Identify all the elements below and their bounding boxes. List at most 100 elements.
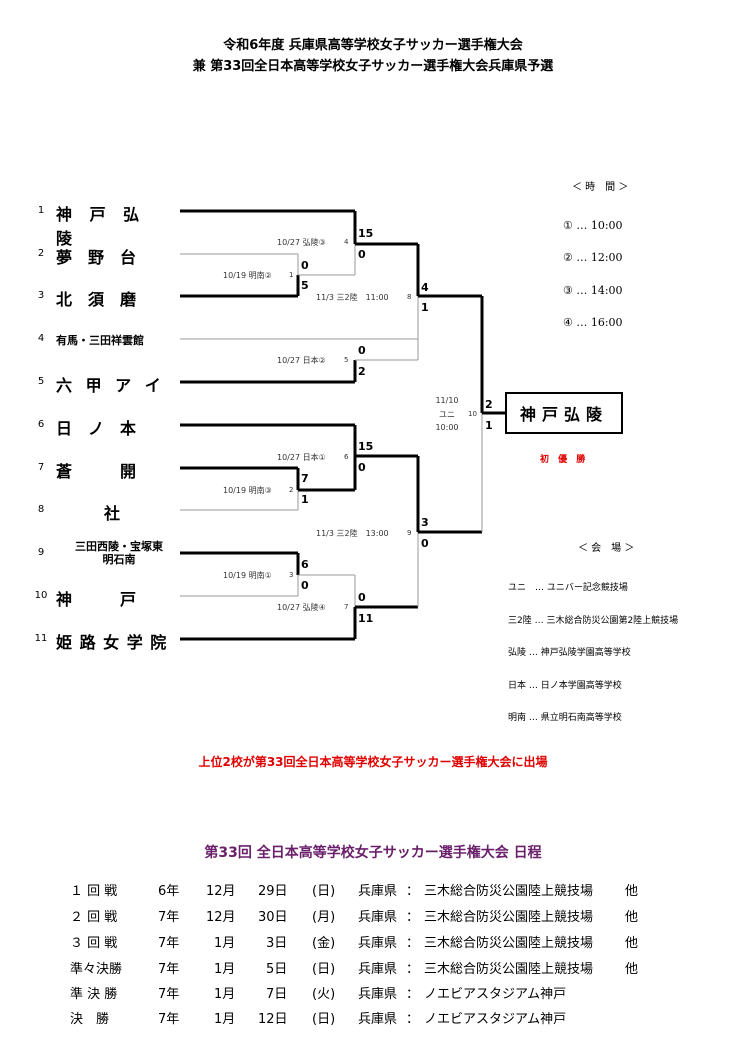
match-info: 10/27 弘陵④ (277, 603, 326, 612)
champion-box: 神戸弘陵 (505, 392, 623, 434)
match-info: 10/19 明南③ (223, 486, 272, 495)
schedule-pref: 兵庫県 (358, 884, 398, 899)
score: 0 (358, 344, 366, 357)
first-championship-label: 初 優 勝 (540, 455, 589, 465)
score: 0 (301, 259, 309, 272)
score: 5 (301, 279, 309, 292)
score: 7 (301, 472, 309, 485)
team-number: 8 (37, 504, 45, 515)
team-name: 有馬・三田祥雲館 (56, 334, 144, 347)
schedule-dow: (月) (312, 910, 336, 925)
schedule-round: ３ 回 戦 (70, 936, 118, 951)
schedule-dow: (金) (312, 936, 336, 951)
match-number: 3 (289, 571, 294, 579)
schedule-day: 3日 (266, 936, 288, 951)
final-venue: ユニ (439, 410, 455, 419)
schedule-dow: (日) (312, 1012, 336, 1027)
match-number: 1 (289, 271, 294, 279)
score: 0 (358, 461, 366, 474)
schedule-row: 準々決勝 7年 1月 5日 (日) 兵庫県 ： 三木総合防災公園陸上競技場 他 (0, 958, 746, 982)
schedule-row: 決 勝 7年 1月 12日 (日) 兵庫県 ： ノエビアスタジアム神戸 (0, 1008, 746, 1032)
page-subtitle: 兼 第33回全日本高等学校女子サッカー選手権大会兵庫県予選 (192, 59, 554, 74)
schedule-row: ３ 回 戦 7年 1月 3日 (金) 兵庫県 ： 三木総合防災公園陸上競技場 他 (0, 932, 746, 956)
score: 15 (358, 440, 374, 453)
schedule-sep: ： (406, 1012, 420, 1027)
team-number: 10 (34, 590, 48, 601)
time-row: ④ … 16:00 (563, 316, 623, 329)
schedule-round: 準 決 勝 (70, 987, 118, 1002)
schedule-round: ２ 回 戦 (70, 910, 118, 925)
score: 6 (301, 558, 309, 571)
team-number: 9 (37, 547, 45, 558)
schedule-year: 7年 (158, 910, 180, 925)
schedule-dow: (日) (312, 962, 336, 977)
bracket-lines (180, 209, 505, 641)
score: 0 (358, 248, 366, 261)
venue-row: 日本 … 日ノ本学園高等学校 (508, 681, 622, 691)
team-name: 神 戸 (56, 590, 137, 609)
score: 0 (421, 537, 429, 550)
schedule-venue: ノエビアスタジアム神戸 (424, 987, 567, 1002)
schedule-round: 準々決勝 (70, 962, 123, 977)
score: 2 (358, 365, 366, 378)
team-number: 11 (34, 633, 48, 644)
schedule-day: 5日 (266, 962, 288, 977)
match-number: 9 (407, 529, 412, 537)
schedule-month: 1月 (214, 962, 236, 977)
score: 3 (421, 516, 429, 529)
qualifier-note: 上位2校が第33回全日本高等学校女子サッカー選手権大会に出場 (198, 755, 548, 769)
schedule-sep: ： (406, 936, 420, 951)
team-number: 4 (37, 333, 45, 344)
venue-row: 三2陸 … 三木総合防災公園第2陸上競技場 (508, 616, 679, 626)
score: 11 (358, 612, 374, 625)
schedule-year: 7年 (158, 936, 180, 951)
schedule-venue: 三木総合防災公園陸上競技場 (424, 884, 594, 899)
match-info: 10/27 弘陵③ (277, 238, 326, 247)
times-header: ＜ 時 間 ＞ (572, 182, 629, 193)
schedule-row: ２ 回 戦 7年 12月 30日 (月) 兵庫県 ： 三木総合防災公園陸上競技場… (0, 906, 746, 930)
team-number: 1 (37, 205, 45, 216)
schedule-pref: 兵庫県 (358, 936, 398, 951)
team-number: 6 (37, 419, 45, 430)
schedule-sep: ： (406, 884, 420, 899)
score: 1 (301, 493, 309, 506)
schedule-pref: 兵庫県 (358, 1012, 398, 1027)
venue-row: ユニ … ユニバー記念競技場 (508, 583, 628, 593)
team-number: 2 (37, 248, 45, 259)
match-info: 10/19 明南① (223, 571, 272, 580)
schedule-day: 12日 (258, 1012, 288, 1027)
schedule-round: 決 勝 (70, 1012, 110, 1027)
time-row: ① … 10:00 (563, 219, 623, 232)
match-info: 11/3 三2陸 11:00 (316, 293, 389, 302)
team-name: 夢 野 台 (56, 248, 137, 267)
schedule-year: 7年 (158, 987, 180, 1002)
team-name: 日 ノ 本 (56, 419, 137, 438)
schedule-etc: 他 (625, 884, 639, 899)
score: 1 (421, 301, 429, 314)
match-number: 2 (289, 486, 294, 494)
score: 2 (485, 398, 493, 411)
schedule-pref: 兵庫県 (358, 987, 398, 1002)
match-info: 10/19 明南② (223, 271, 272, 280)
match-info: 10/27 日本① (277, 453, 326, 462)
schedule-month: 1月 (214, 987, 236, 1002)
venues-header: ＜ 会 場 ＞ (578, 543, 635, 554)
match-number: 8 (407, 293, 412, 301)
schedule-etc: 他 (625, 962, 639, 977)
time-row: ② … 12:00 (563, 251, 623, 264)
match-number: 10 (468, 410, 477, 418)
schedule-month: 12月 (206, 910, 236, 925)
score: 0 (301, 579, 309, 592)
schedule-sep: ： (406, 910, 420, 925)
schedule-title: 第33回 全日本高等学校女子サッカー選手権大会 日程 (204, 845, 542, 861)
team-number: 7 (37, 462, 45, 473)
match-number: 7 (344, 603, 349, 611)
schedule-sep: ： (406, 962, 420, 977)
schedule-row: 準 決 勝 7年 1月 7日 (火) 兵庫県 ： ノエビアスタジアム神戸 (0, 983, 746, 1007)
schedule-year: 6年 (158, 884, 180, 899)
schedule-month: 1月 (214, 1012, 236, 1027)
schedule-month: 12月 (206, 884, 236, 899)
schedule-round: １ 回 戦 (70, 884, 118, 899)
schedule-venue: ノエビアスタジアム神戸 (424, 1012, 567, 1027)
team-name: 社 (104, 504, 121, 523)
